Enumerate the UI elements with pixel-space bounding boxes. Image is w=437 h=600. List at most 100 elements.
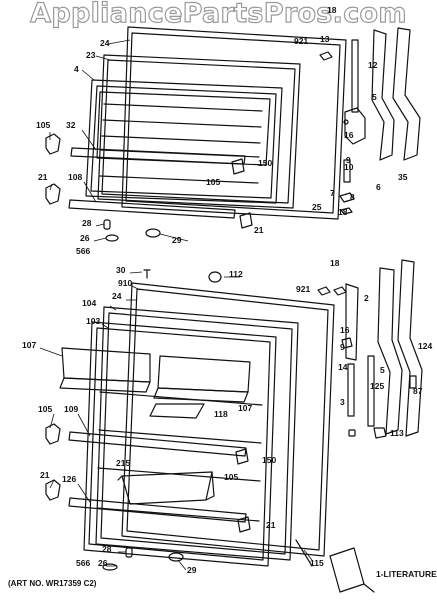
lower-callout-14: 14	[338, 362, 348, 372]
fresh-food-handle-124	[397, 259, 423, 437]
leader-line	[81, 69, 95, 81]
door-shelf-126	[68, 497, 247, 523]
upper-callout-5: 5	[372, 92, 377, 102]
upper-callout-105: 105	[206, 177, 220, 187]
upper-callout-25: 25	[312, 202, 322, 212]
lower-callout-104: 104	[82, 298, 96, 308]
leader-line	[159, 233, 189, 242]
upper-callouts: 18 921 13 24 23 12 4 5 105 32 16 9 150 10 6 35 21 108 105 7…	[36, 5, 408, 256]
lower-callout-87: 87	[413, 386, 423, 396]
upper-callout-18: 18	[327, 5, 337, 15]
upper-callout-108: 108	[68, 172, 82, 182]
lower-callout-118: 118	[214, 409, 228, 419]
lower-callout-910: 910	[118, 278, 132, 288]
lower-callout-113: 113	[390, 428, 404, 438]
lower-callout-215: 215	[116, 458, 130, 468]
fresh-food-outer-door	[121, 282, 335, 557]
leader-line	[129, 271, 143, 274]
leader-line	[131, 285, 141, 291]
art-number: (ART NO. WR17359 C2)	[8, 579, 97, 588]
upper-callout-29: 29	[172, 235, 182, 245]
upper-callout-6: 6	[376, 182, 381, 192]
lower-callout-9: 9	[340, 342, 345, 352]
leader-line	[109, 305, 117, 311]
leader-line	[95, 55, 111, 61]
lower-callout-30: 30	[116, 265, 126, 275]
upper-callout-16: 16	[344, 130, 354, 140]
upper-callout-35: 35	[398, 172, 408, 182]
freezer-handle-12	[371, 29, 395, 161]
lower-door-assembly	[45, 259, 423, 593]
upper-callout-26: 26	[80, 233, 90, 243]
leader-line	[93, 237, 107, 242]
literature-booklet-icon	[329, 547, 365, 593]
lower-callout-107: 107	[22, 340, 36, 350]
upper-callout-8: 8	[350, 192, 355, 202]
leader-line	[77, 483, 91, 503]
dairy-door-right	[157, 355, 251, 393]
lower-callout-107: 107	[238, 403, 252, 413]
upper-callout-28: 28	[82, 218, 92, 228]
upper-door-assembly	[45, 26, 421, 242]
upper-callout-10: 10	[344, 162, 354, 172]
lower-callout-105: 105	[224, 472, 238, 482]
lower-callout-18: 18	[330, 258, 340, 268]
lower-callout-109: 109	[64, 404, 78, 414]
upper-callout-150: 150	[258, 158, 272, 168]
leader-line	[83, 181, 97, 203]
upper-callout-7: 7	[330, 188, 335, 198]
leader-line	[107, 39, 131, 45]
upper-callout-566: 566	[76, 246, 90, 256]
lower-callout-1-literature: 1-LITERATURE	[376, 569, 437, 579]
leader-line	[77, 413, 91, 437]
lower-callout-21: 21	[266, 520, 276, 530]
lower-callout-2: 2	[364, 293, 369, 303]
upper-callout-21: 21	[38, 172, 48, 182]
lower-callout-16: 16	[340, 325, 350, 335]
lower-callout-112: 112	[229, 269, 243, 279]
freezer-gasket	[97, 54, 301, 209]
lower-callout-150: 150	[262, 455, 276, 465]
lower-callout-29: 29	[187, 565, 197, 575]
lower-callout-21: 21	[40, 470, 50, 480]
freezer-shelf-32	[70, 147, 246, 165]
upper-callout-18: 18	[338, 207, 348, 217]
freezer-handle-35	[392, 27, 421, 161]
leader-line	[177, 559, 187, 571]
lower-callout-124: 124	[418, 341, 432, 351]
upper-callout-4: 4	[74, 64, 79, 74]
egg-tray	[149, 403, 205, 419]
lower-callout-105: 105	[38, 404, 52, 414]
fresh-food-inner-liner	[83, 321, 277, 567]
leader-line	[49, 479, 55, 489]
door-bin-215	[121, 471, 213, 505]
upper-callout-105: 105	[36, 120, 50, 130]
freezer-shelf-108	[68, 199, 236, 219]
leader-line	[39, 347, 63, 357]
fresh-food-handle-7	[377, 267, 403, 435]
fresh-food-gasket	[95, 306, 299, 561]
upper-callout-921: 921	[294, 36, 308, 46]
freezer-outer-door	[121, 26, 347, 220]
upper-callout-12: 12	[368, 60, 378, 70]
upper-callout-13: 13	[320, 34, 330, 44]
lower-callout-28: 28	[102, 544, 112, 554]
door-shelf-109	[68, 431, 247, 457]
lower-callout-126: 126	[62, 474, 76, 484]
leader-line	[303, 549, 313, 561]
lower-callout-125: 125	[370, 381, 384, 391]
lower-callout-566: 566	[76, 558, 90, 568]
screw-icon	[105, 234, 119, 242]
leader-line	[49, 183, 53, 191]
leader-line	[95, 223, 105, 227]
lower-callout-115: 115	[310, 558, 324, 568]
lower-callout-3: 3	[340, 397, 345, 407]
upper-callout-23: 23	[86, 50, 96, 60]
lower-callout-921: 921	[296, 284, 310, 294]
upper-callout-32: 32	[66, 120, 76, 130]
upper-callout-9: 9	[346, 155, 351, 165]
upper-callout-24: 24	[100, 38, 110, 48]
watermark: AppliancePartsPros.com	[30, 0, 408, 30]
lower-callout-5: 5	[380, 365, 385, 375]
